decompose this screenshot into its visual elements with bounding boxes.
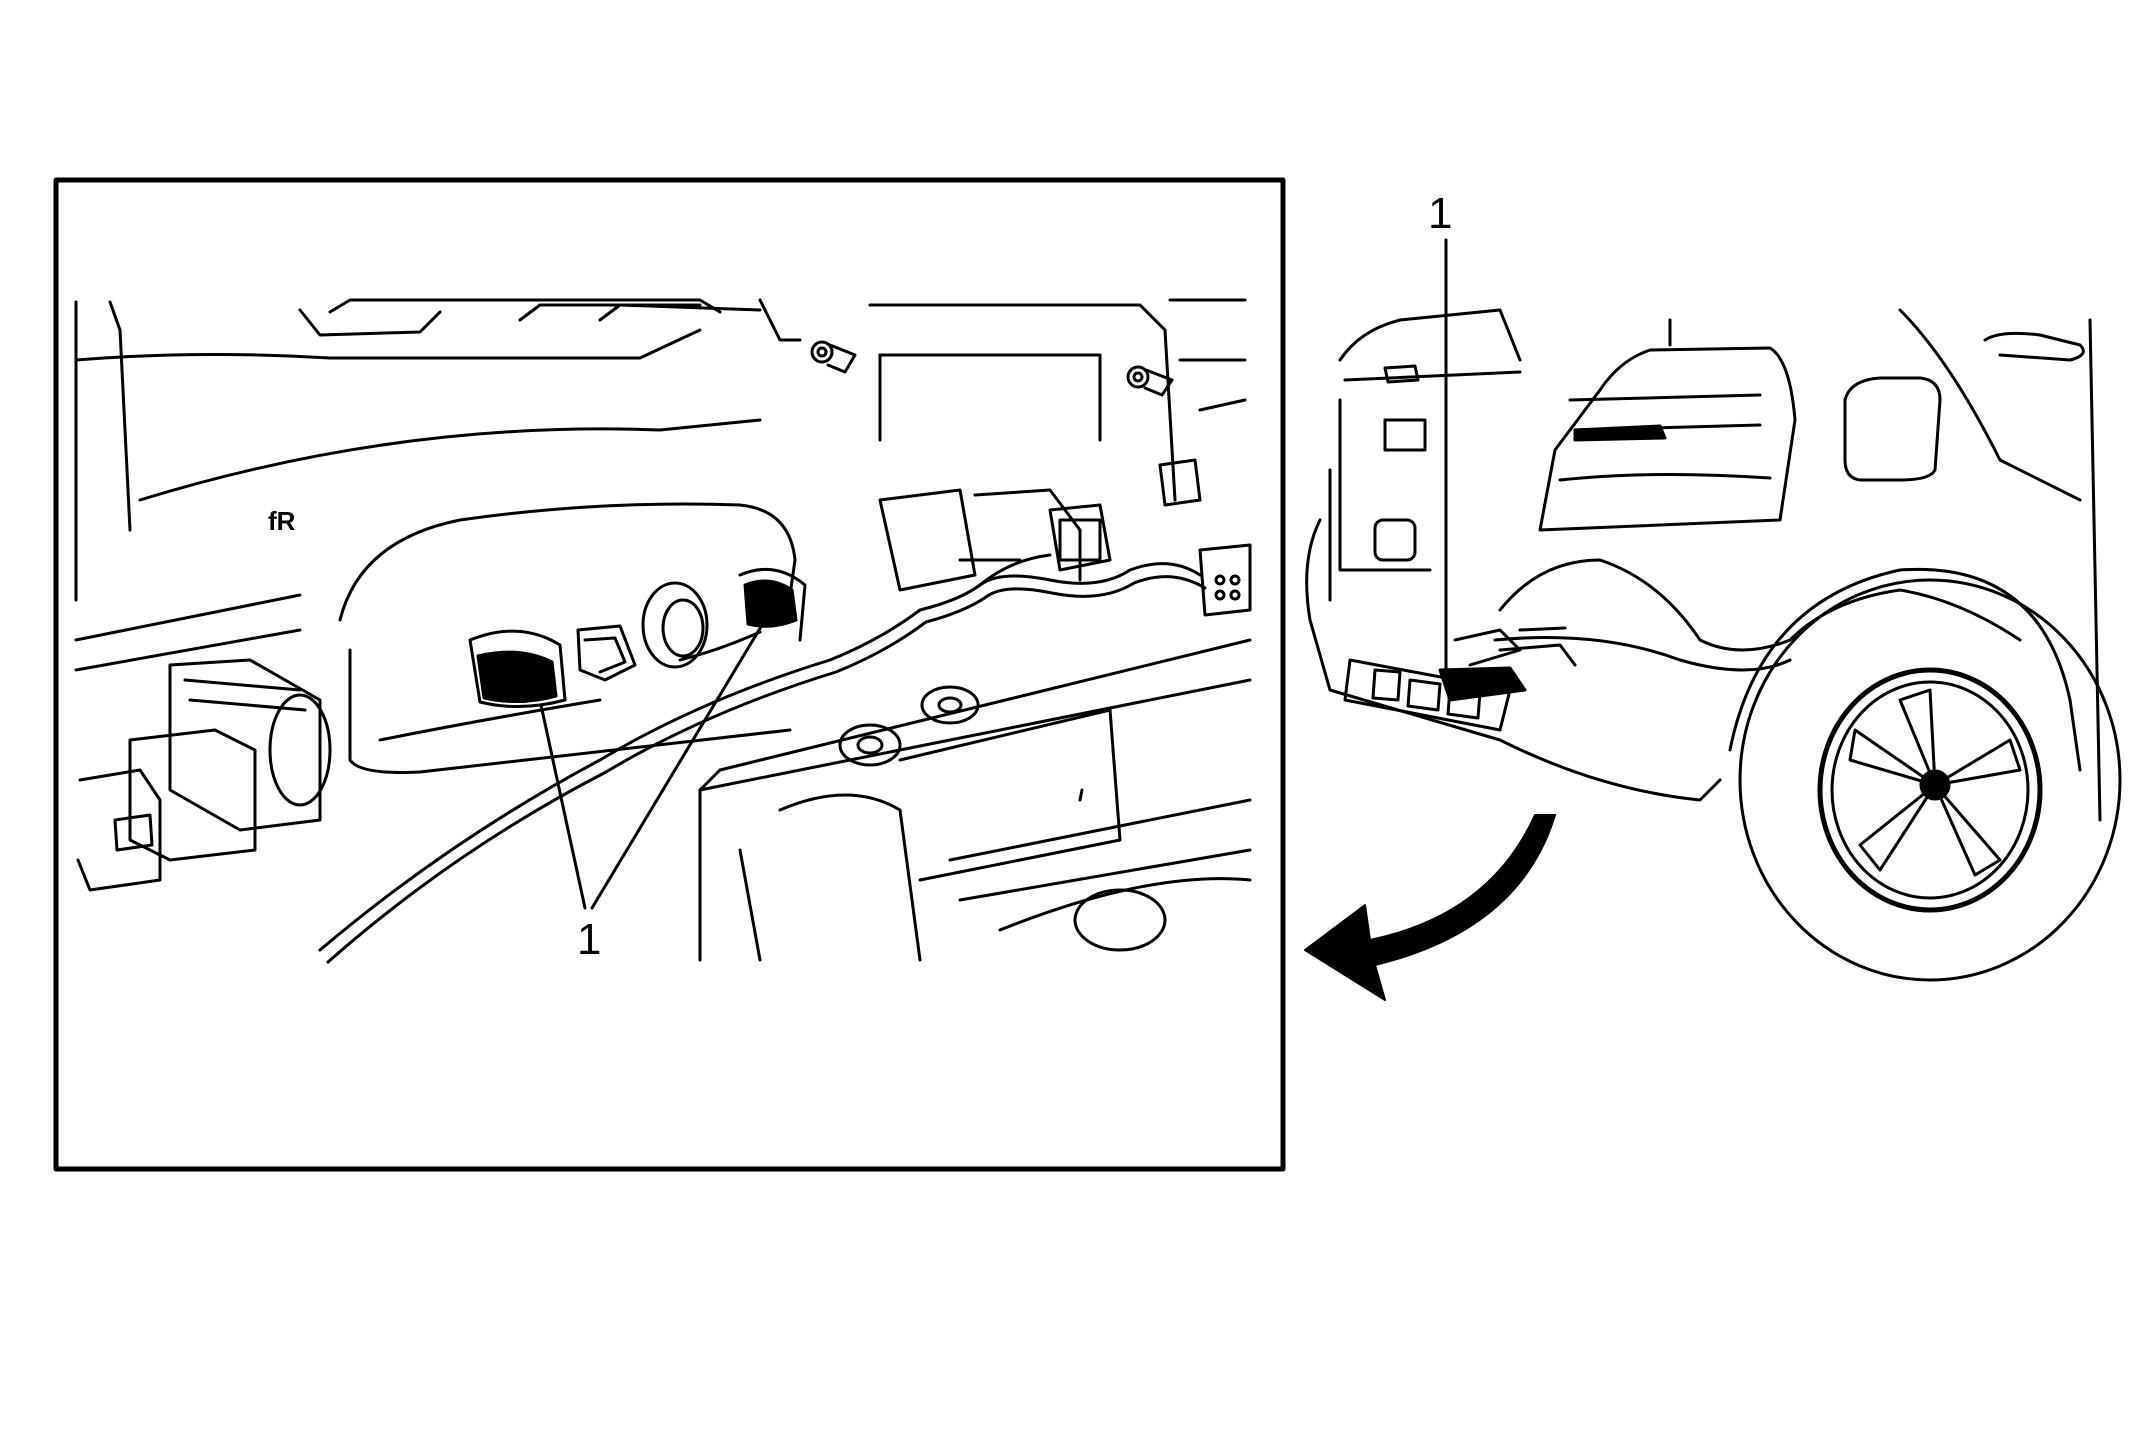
bumper-fascia: fR — [74, 502, 807, 774]
taillight-strip — [1573, 424, 1667, 442]
rear-wheel — [1738, 578, 2122, 982]
part-stamp: fR — [268, 506, 296, 536]
inset-detail-view: fR — [53, 177, 1286, 1172]
vehicle-sensor-highlight — [1438, 666, 1527, 702]
callout-number-vehicle: 1 — [1428, 189, 1453, 238]
vehicle-overview — [1305, 238, 2122, 982]
inset-frame — [53, 177, 1286, 1172]
harness-connector-left — [76, 658, 332, 892]
upper-body-structure — [74, 298, 1247, 602]
fastener-right — [1126, 365, 1150, 389]
fastener-left — [810, 340, 834, 364]
reinforcement-bracket — [698, 638, 1252, 962]
callout-number-inset: 1 — [577, 915, 602, 964]
direction-arrow-icon — [1304, 814, 1556, 1001]
inset-leader-lines — [539, 623, 764, 910]
upper-connectors — [878, 458, 1252, 617]
wiring-harness — [318, 553, 1207, 964]
parking-sensor-left — [476, 650, 558, 704]
parking-sensor-right — [743, 579, 798, 628]
